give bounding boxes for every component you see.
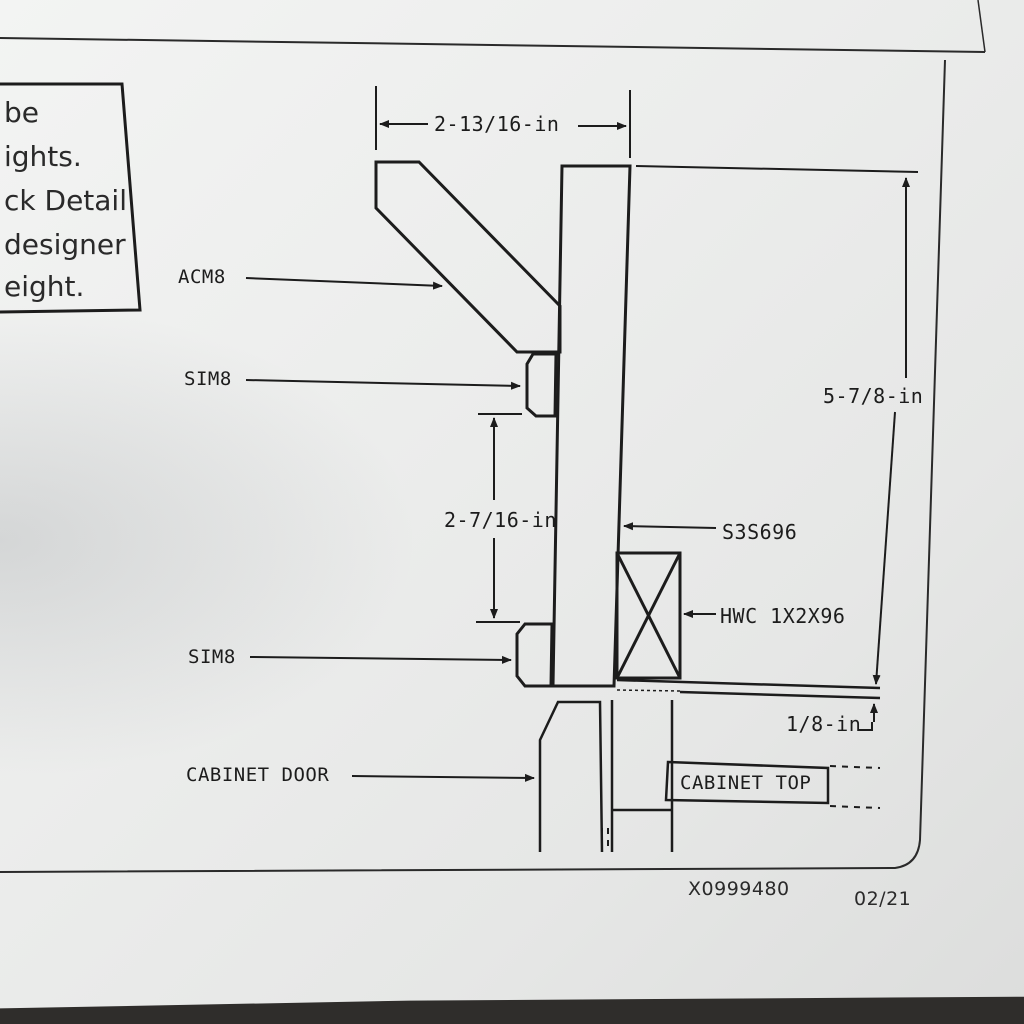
leader-arrows xyxy=(245,277,717,782)
dim-top-width: 2-13/16-in xyxy=(434,112,560,136)
note-line-5: eight. xyxy=(4,270,85,303)
dim-gap: 1/8-in xyxy=(786,712,862,736)
dimension-lines xyxy=(375,86,919,731)
cabinet-top-box xyxy=(664,760,830,805)
sim8-lower xyxy=(515,622,554,688)
dim-mid-height: 2-7/16-in xyxy=(444,508,557,532)
label-cabinet-top: CABINET TOP xyxy=(680,772,812,794)
diagram-body xyxy=(374,160,881,853)
footer-date: 02/21 xyxy=(854,888,912,910)
note-line-2: ights. xyxy=(4,140,82,173)
note-box xyxy=(0,82,142,314)
label-sim8-bottom: SIM8 xyxy=(188,646,236,668)
note-line-1: be xyxy=(4,96,39,129)
note-line-4: designer xyxy=(4,228,126,261)
continuation-dashes xyxy=(539,765,881,852)
page-frame xyxy=(0,0,985,872)
note-line-3: ck Detail xyxy=(4,184,127,217)
acm8-molding xyxy=(374,160,562,354)
footer-code: X0999480 xyxy=(688,878,790,900)
label-cabinet-door: CABINET DOOR xyxy=(186,764,330,786)
cabinet-door xyxy=(538,700,604,853)
label-s3s696: S3S696 xyxy=(722,520,798,544)
label-sim8-top: SIM8 xyxy=(184,368,232,390)
label-hwc: HWC 1X2X96 xyxy=(720,604,846,628)
dim-right-height: 5-7/8-in xyxy=(823,384,924,408)
hwc-block xyxy=(615,551,682,680)
s3s696-board xyxy=(551,164,632,688)
sim8-upper xyxy=(525,352,558,418)
label-acm8: ACM8 xyxy=(178,266,226,288)
